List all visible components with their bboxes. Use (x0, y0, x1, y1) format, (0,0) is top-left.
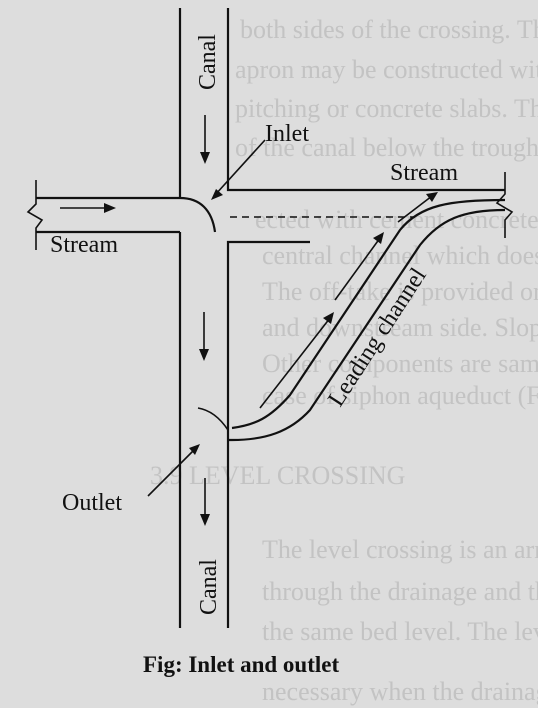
background-page-text: both sides of the crossing. The sloping … (150, 15, 538, 706)
bg-line: The level crossing is an arrangement (262, 535, 538, 564)
bg-line: pitching or concrete slabs. The section (235, 94, 538, 123)
label-outlet: Outlet (62, 490, 122, 516)
bg-line: 3.9 LEVEL CROSSING (150, 461, 405, 490)
bg-line: both sides of the crossing. The sloping (240, 15, 538, 44)
bg-line: Other components are same as in the (262, 349, 538, 378)
outlet-curve (197, 407, 229, 431)
leading-channel-outer-bank (228, 208, 506, 442)
inlet-pointer-arrow-icon (211, 139, 266, 200)
stream-arrow-right-icon (60, 203, 116, 213)
outlet-pointer-arrow-icon (147, 444, 200, 497)
bg-line: case of siphon aqueduct (Fig. 13.4) (262, 381, 538, 410)
flow-arrows (60, 115, 438, 526)
bg-line: the same bed level. The level crossing (262, 617, 538, 646)
canal-arrow-down-icon (199, 312, 209, 361)
leading-channel-arrow-icon (334, 232, 384, 301)
label-stream-right: Stream (390, 160, 458, 186)
trough-dashed (230, 189, 425, 218)
bg-line: through the drainage and the canal wh (262, 577, 538, 606)
label-canal-top: Canal (195, 34, 221, 90)
canal-arrow-down-icon (200, 115, 210, 164)
bg-line: necessary when the drainage crosses (262, 677, 538, 706)
label-inlet: Inlet (265, 121, 309, 147)
label-stream-left: Stream (50, 232, 118, 258)
leading-channel (228, 172, 514, 442)
bg-line: and downstream side. Sloping apron (262, 313, 538, 342)
leading-channel-arrow-icon (397, 192, 438, 223)
leading-channel-inner-top (231, 198, 506, 430)
bg-line: apron may be constructed with stone (235, 55, 538, 84)
bg-line: central channel which does not slope (262, 241, 538, 270)
canal-arrow-down-icon (200, 478, 210, 526)
figure-caption: Fig: Inlet and outlet (143, 652, 339, 677)
label-canal-bottom: Canal (196, 559, 222, 615)
stream-left-break-symbol (26, 180, 44, 250)
inlet-curve (179, 196, 217, 233)
canal-right-bank-lower (226, 240, 310, 628)
outlet-arrow-icon (259, 312, 334, 409)
stream-right-break-symbol (495, 172, 514, 238)
bg-line: of the canal below the trough is conn (235, 133, 538, 162)
stream-left (26, 180, 180, 250)
bg-line: The off-take is provided on upstream (262, 277, 538, 306)
